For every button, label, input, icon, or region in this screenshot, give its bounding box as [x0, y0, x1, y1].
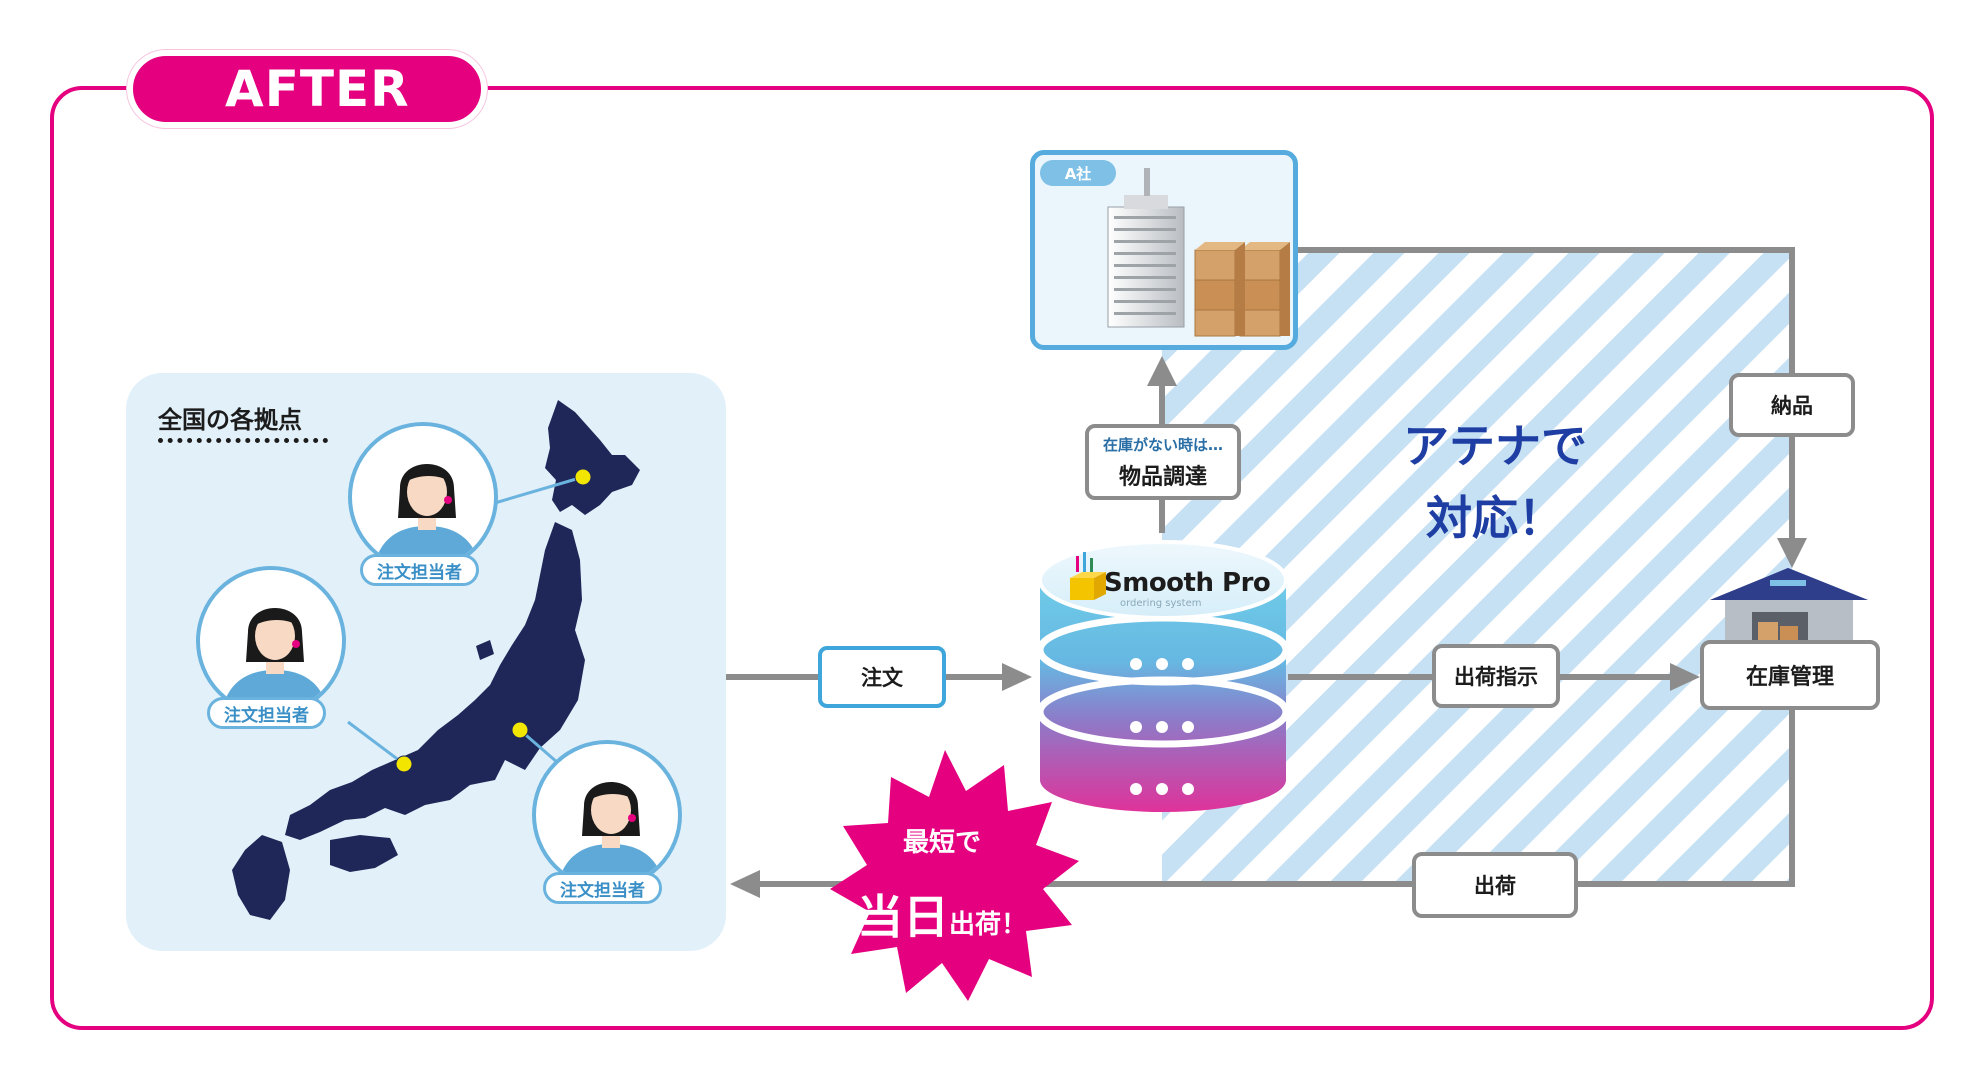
- delivery-label: 納品: [1771, 394, 1813, 418]
- delivery-box: 納品: [1729, 373, 1855, 437]
- burst-big: 当日: [856, 890, 949, 944]
- smooth-pro-brand: Smooth Pro: [1104, 568, 1271, 598]
- procurement-label: 物品調達: [1118, 464, 1207, 490]
- order-label: 注文: [861, 666, 903, 690]
- burst-line1: 最短で: [902, 828, 981, 858]
- tagline-line2: 対応！: [1426, 491, 1564, 545]
- same-day-starburst: [830, 750, 1079, 1001]
- shipping-instruction-label: 出荷指示: [1454, 665, 1538, 689]
- order-label-box: 注文: [818, 646, 946, 708]
- procurement-note: 在庫がない時は…: [1102, 435, 1223, 454]
- burst-small: 出荷！: [948, 910, 1027, 940]
- order-person-avatar-2: [196, 566, 346, 716]
- arrow-heads: [730, 356, 1807, 898]
- smooth-pro-database: [1036, 540, 1290, 812]
- after-tab: AFTER: [127, 50, 487, 128]
- order-person-label-1: 注文担当者: [360, 554, 479, 586]
- smooth-pro-logo-icon: [1070, 552, 1106, 600]
- company-tag: A社: [1040, 160, 1116, 186]
- region-title: 全国の各拠点: [158, 406, 302, 434]
- shipment-box: 出荷: [1412, 852, 1578, 918]
- athena-tagline: アテナで 対応！: [1380, 410, 1610, 554]
- order-person-label-2: 注文担当者: [207, 697, 326, 729]
- order-person-avatar-1: [348, 422, 498, 572]
- region-title-underline: [158, 438, 328, 443]
- shipping-instruction-box: 出荷指示: [1432, 644, 1560, 708]
- procurement-box: 在庫がない時は… 物品調達: [1085, 424, 1241, 500]
- tagline-line1: アテナで: [1403, 419, 1587, 473]
- shipment-label: 出荷: [1474, 874, 1516, 898]
- inventory-management-box: 在庫管理: [1700, 640, 1880, 710]
- inventory-label: 在庫管理: [1745, 665, 1834, 690]
- same-day-burst-text: 最短で 当日出荷！: [856, 822, 1028, 947]
- smooth-pro-subtitle: ordering system: [1120, 598, 1202, 609]
- after-tab-label: AFTER: [225, 60, 410, 118]
- order-person-label-3: 注文担当者: [543, 872, 662, 904]
- order-person-avatar-3: [532, 740, 682, 890]
